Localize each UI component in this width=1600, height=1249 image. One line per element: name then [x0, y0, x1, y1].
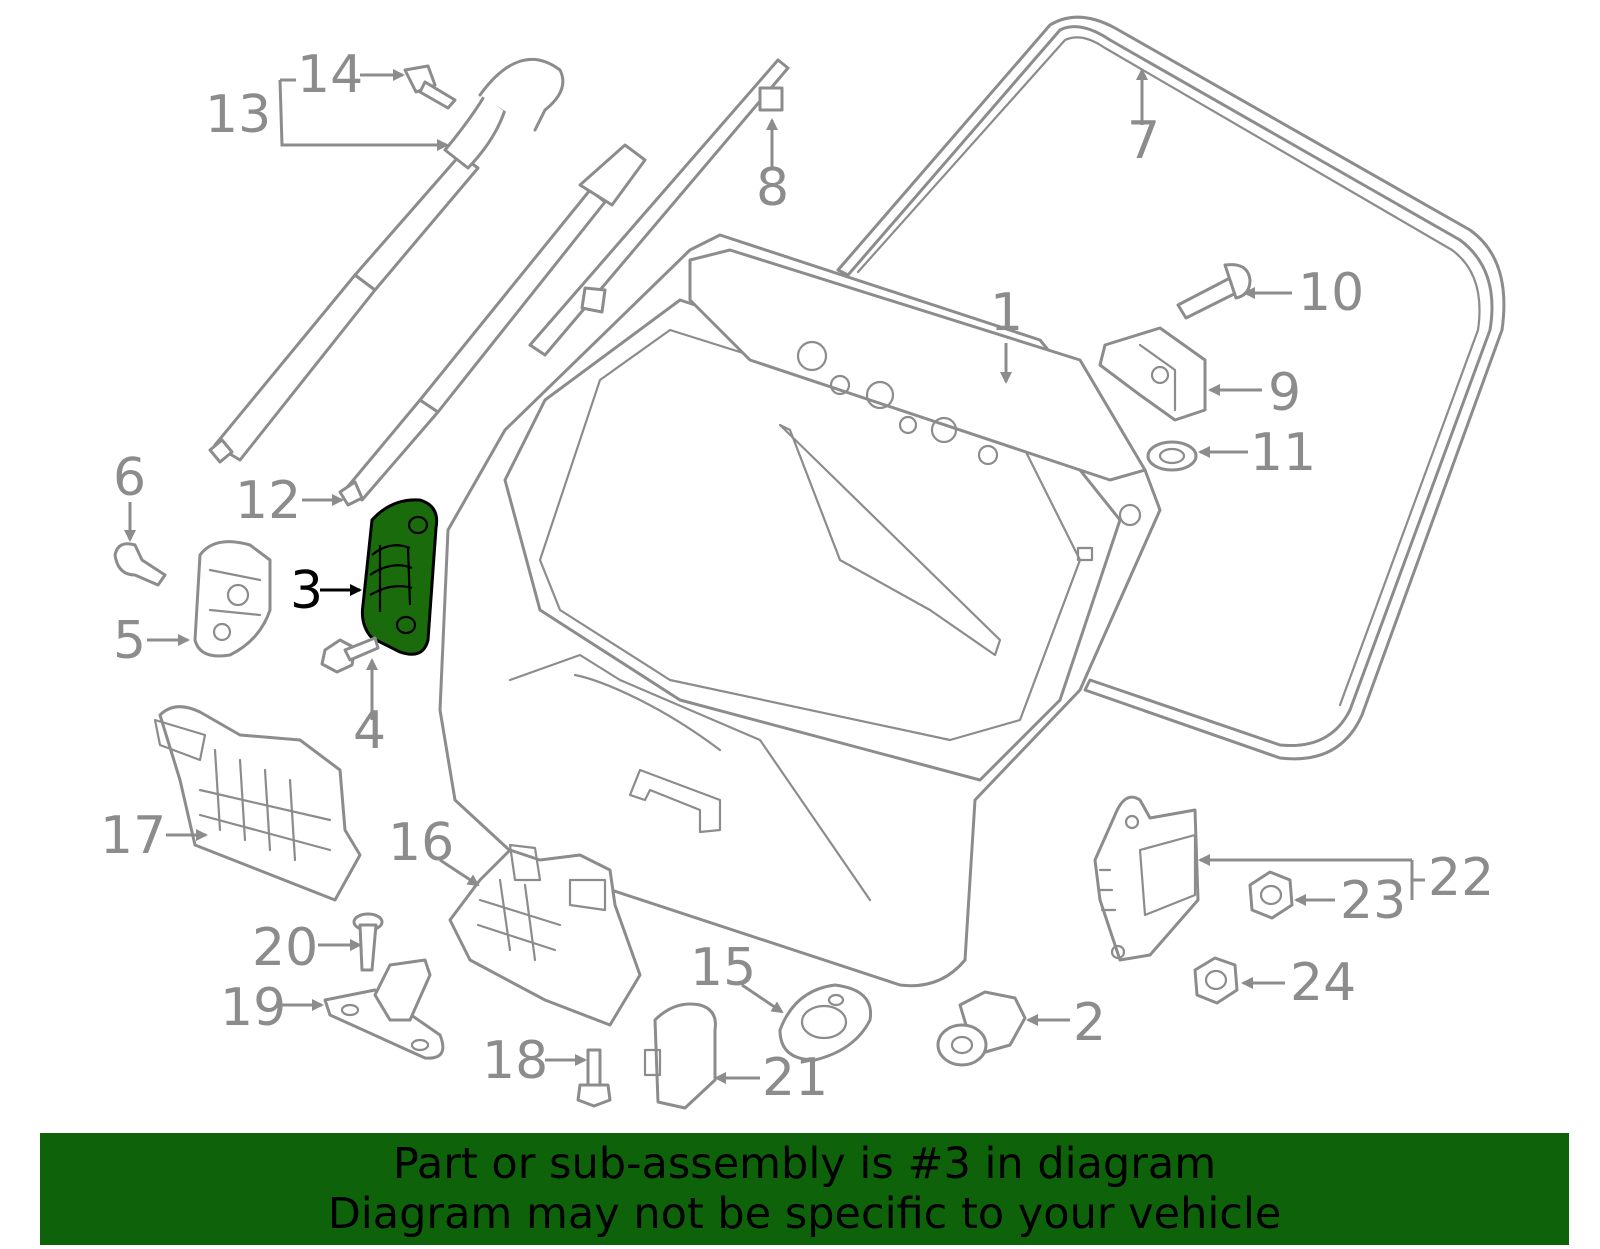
liftgate-panel-part: [438, 233, 1162, 988]
callout-7: 7: [1127, 111, 1160, 171]
callout-9: 9: [1268, 363, 1301, 423]
callout-22: 22: [1428, 848, 1494, 908]
nut-23-part: [1248, 870, 1294, 920]
channel-strip-part: [528, 58, 790, 357]
callout-19: 19: [220, 978, 286, 1038]
lock-cylinder-part: [936, 990, 1027, 1067]
gas-strut-part: [338, 143, 647, 507]
weatherstrip-part: [836, 15, 1506, 761]
strut-part: [208, 57, 565, 464]
bolt-10-part: [1176, 263, 1252, 320]
callout-12: 12: [235, 471, 301, 531]
bolt-4-part: [320, 636, 380, 674]
callout-10: 10: [1298, 263, 1364, 323]
pin-6-part: [113, 542, 167, 587]
callout-24: 24: [1290, 953, 1356, 1013]
callout-1: 1: [990, 283, 1023, 343]
banner-line-1: Part or sub-assembly is #3 in diagram: [392, 1139, 1217, 1189]
callout-6: 6: [113, 448, 146, 508]
callout-11: 11: [1250, 423, 1316, 483]
banner-line-2: Diagram may not be specific to your vehi…: [327, 1189, 1282, 1239]
callout-18: 18: [482, 1031, 548, 1091]
nut-24-part: [1193, 956, 1239, 1005]
actuator-17-part: [153, 705, 362, 902]
hinge-part: [1098, 326, 1207, 422]
callout-4: 4: [353, 701, 386, 761]
callout-23: 23: [1340, 871, 1406, 931]
callout-16: 16: [388, 813, 454, 873]
striker-19-part: [323, 958, 445, 1060]
module-22-part: [1093, 795, 1200, 962]
bolt-14-part: [403, 64, 457, 110]
info-banner: Part or sub-assembly is #3 in diagram Di…: [40, 1133, 1569, 1245]
leader-lines: [124, 68, 1425, 1084]
bumper-15-part: [778, 983, 873, 1062]
switch-21-part: [643, 1002, 717, 1110]
callout-13: 13: [205, 85, 271, 145]
bolt-18-part: [576, 1048, 612, 1108]
callout-15: 15: [690, 938, 756, 998]
callout-17: 17: [100, 806, 166, 866]
callout-14: 14: [297, 45, 363, 105]
callout-8: 8: [756, 158, 789, 218]
bracket-5-part: [193, 540, 272, 658]
bolt-20-part: [352, 912, 384, 972]
callout-21: 21: [762, 1048, 828, 1108]
latch-16-part: [448, 843, 642, 1027]
callout-20: 20: [252, 918, 318, 978]
grommet-part: [1146, 440, 1198, 472]
callout-3: 3: [290, 561, 323, 621]
striker-part-highlighted: [360, 498, 439, 656]
callout-5: 5: [113, 611, 146, 671]
callout-2: 2: [1073, 993, 1106, 1053]
